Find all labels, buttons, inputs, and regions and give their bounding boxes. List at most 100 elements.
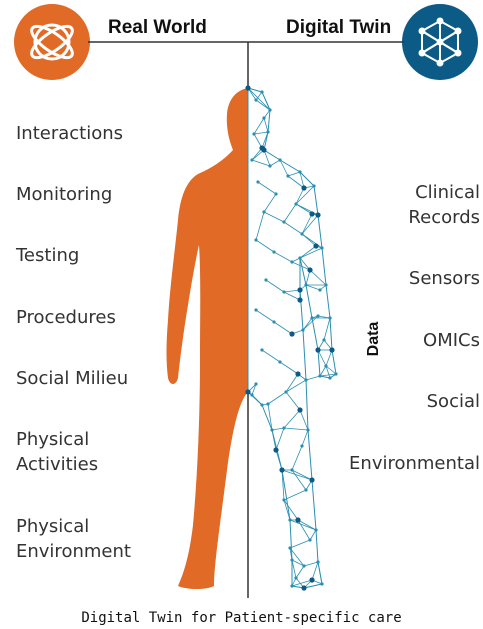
mesh-edge xyxy=(251,394,263,406)
mesh-edge xyxy=(299,171,305,189)
mesh-node xyxy=(302,564,306,568)
mesh-edge xyxy=(281,469,313,481)
mesh-node xyxy=(297,407,303,413)
mesh-node xyxy=(314,528,318,532)
mesh-edge xyxy=(291,329,304,335)
mesh-node xyxy=(245,389,251,395)
mesh-edge xyxy=(299,245,317,259)
network-cube-icon xyxy=(418,17,462,67)
mesh-node xyxy=(309,211,315,217)
mesh-edge xyxy=(289,547,305,567)
mesh-edge xyxy=(287,175,305,189)
real-world-badge xyxy=(14,4,90,80)
mesh-edge xyxy=(283,289,301,293)
mesh-edge xyxy=(302,315,319,331)
mesh-node xyxy=(295,371,301,377)
mesh-edge xyxy=(319,365,327,377)
mesh-edge xyxy=(305,269,311,286)
label-clinical-records: Clinical Records xyxy=(408,182,480,228)
label-monitoring: Monitoring xyxy=(16,184,113,205)
mesh-edge xyxy=(253,133,263,149)
mesh-edge xyxy=(295,577,305,589)
mesh-edge xyxy=(255,211,265,241)
mesh-node xyxy=(254,98,258,102)
mesh-edge xyxy=(299,171,315,187)
atom-icon xyxy=(30,23,74,61)
mesh-edge xyxy=(301,233,323,249)
mesh-node xyxy=(294,576,298,580)
mesh-edge xyxy=(289,539,311,549)
mesh-node xyxy=(250,393,254,397)
digital-twin-mesh xyxy=(245,85,338,591)
mesh-edge xyxy=(253,117,265,135)
mesh-edge xyxy=(267,391,287,405)
mesh-edge xyxy=(261,403,269,406)
mesh-node xyxy=(308,538,312,542)
label-testing: Testing xyxy=(16,245,80,266)
real-world-body xyxy=(166,88,248,589)
mesh-node xyxy=(282,220,286,224)
mesh-edge xyxy=(251,159,271,167)
mesh-edge xyxy=(303,185,315,189)
mesh-edge xyxy=(305,375,321,381)
mesh-node xyxy=(266,402,270,406)
mesh-edge xyxy=(257,181,277,195)
mesh-node xyxy=(272,320,276,324)
mesh-node xyxy=(282,426,286,430)
label-social-milieu: Social Milieu xyxy=(16,368,129,389)
mesh-edge xyxy=(317,349,327,367)
mesh-edge xyxy=(271,427,285,431)
mesh-node xyxy=(304,488,308,492)
mesh-edge xyxy=(311,213,319,216)
mesh-edge xyxy=(319,375,331,379)
mesh-edge xyxy=(303,583,323,589)
mesh-node xyxy=(309,477,315,483)
mesh-node xyxy=(300,444,304,448)
mesh-edge xyxy=(261,131,269,149)
mesh-node xyxy=(315,212,321,218)
label-social: Social xyxy=(426,391,480,412)
mesh-node xyxy=(282,290,286,294)
mesh-node xyxy=(313,243,319,249)
mesh-edge xyxy=(247,87,271,111)
mesh-edge xyxy=(283,489,307,501)
mesh-edge xyxy=(301,429,309,447)
mesh-edge xyxy=(317,561,323,585)
mesh-edge xyxy=(265,279,285,293)
mesh-edge xyxy=(323,317,331,341)
mesh-node xyxy=(300,232,304,236)
mesh-node xyxy=(288,518,292,522)
mesh-node xyxy=(298,256,302,260)
mesh-node xyxy=(334,372,338,376)
mesh-edge xyxy=(273,251,293,263)
mesh-edge xyxy=(261,147,265,151)
mesh-edge xyxy=(295,203,313,215)
mesh-edge xyxy=(253,131,269,135)
mesh-node xyxy=(273,447,279,453)
mesh-edge xyxy=(291,579,313,587)
mesh-node xyxy=(260,90,264,94)
mesh-edge xyxy=(263,109,271,119)
mesh-edge xyxy=(283,499,291,521)
mesh-node xyxy=(290,558,294,562)
mesh-node xyxy=(264,278,268,282)
mesh-edge xyxy=(295,203,319,216)
mesh-edge xyxy=(319,284,327,291)
mesh-node xyxy=(262,116,266,120)
mesh-edge xyxy=(297,373,307,381)
mesh-edge xyxy=(251,147,263,161)
mesh-edge xyxy=(283,203,297,223)
mesh-edge xyxy=(317,339,325,351)
mesh-edge xyxy=(269,159,281,167)
mesh-node xyxy=(254,382,258,386)
mesh-node xyxy=(324,283,328,287)
label-physical-environment: Physical Environment xyxy=(16,516,131,562)
mesh-node xyxy=(252,132,256,136)
mesh-node xyxy=(297,287,303,293)
mesh-node xyxy=(320,246,324,250)
mesh-node xyxy=(306,428,310,432)
mesh-node xyxy=(286,174,290,178)
label-physical-activities: Physical Activities xyxy=(16,429,99,475)
mesh-edge xyxy=(275,449,283,471)
mesh-edge xyxy=(291,469,307,491)
